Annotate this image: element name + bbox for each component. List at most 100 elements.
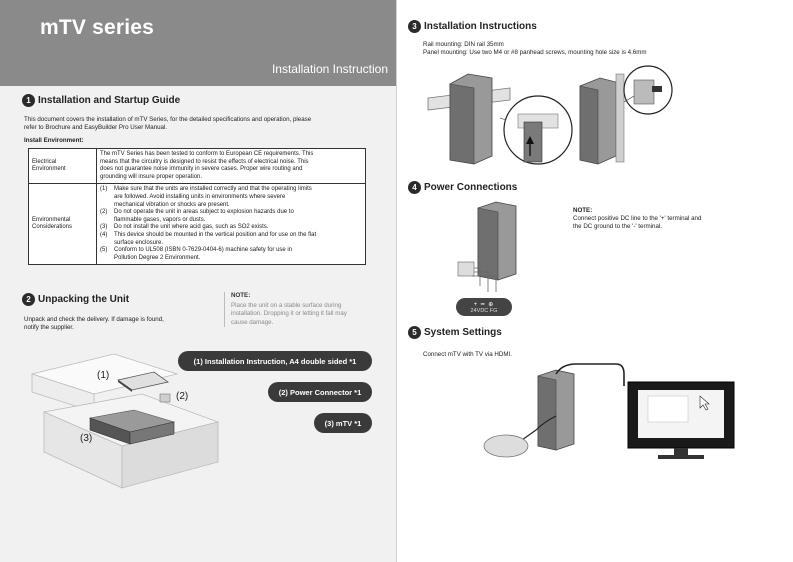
consideration-line: Make sure that the units are installed c… — [114, 186, 312, 193]
consideration-line: are followed. Avoid installing units in … — [114, 193, 286, 200]
box-side — [121, 421, 219, 489]
header-subtitle: Installation Instruction — [271, 62, 388, 76]
screw-leader-line — [623, 95, 635, 103]
mounting-illustration — [427, 65, 673, 165]
electrical-line: grounding will insure proper operation. — [100, 173, 203, 180]
instruction-sheet-edge — [118, 380, 132, 392]
consideration-line: Conform to UL508 (ISBN 0-7629-0404-6) ma… — [114, 247, 293, 254]
electrical-line: does not guarantee noise immunity in sev… — [100, 166, 303, 173]
consideration-item: (4) This device should be mounted in the… — [100, 232, 362, 247]
electrical-text-cell: The mTV Series has been tested to confor… — [96, 147, 366, 185]
consideration-line: surface enclosure. — [114, 239, 164, 246]
package-item-instruction: (1) Installation Instruction, A4 double … — [178, 351, 372, 371]
consideration-line: Do not install the unit where acid gas, … — [114, 224, 269, 231]
section3-number-badge: 3 — [408, 20, 421, 33]
package-item-power-connector: (2) Power Connector *1 — [268, 382, 372, 402]
consideration-number: (1) — [100, 186, 108, 193]
consideration-number: (2) — [100, 209, 108, 216]
power-connector-label: 24VDC FG — [470, 307, 498, 314]
section5-text: Connect mTV with TV via HDMI. — [423, 351, 512, 358]
consideration-line: This device should be mounted in the ver… — [114, 231, 317, 238]
section5-title: System Settings — [424, 327, 502, 338]
section4-heading: 4 Power Connections — [408, 181, 517, 194]
mouse-cable — [521, 415, 557, 441]
section1-heading: 1 Installation and Startup Guide — [22, 94, 180, 107]
rail-device-front — [449, 83, 475, 165]
series-title: mTV series — [40, 16, 155, 39]
package-item-mtv: (3) mTV *1 — [314, 413, 372, 433]
section2-number-badge: 2 — [22, 293, 35, 306]
tv-stand-base — [658, 455, 704, 459]
section1-intro-line2: refer to Brochure and EasyBuilder Pro Us… — [24, 124, 168, 132]
environmental-label-cell: Environmental Considerations — [28, 183, 97, 266]
section2-text: Unpack and check the delivery. If damage… — [24, 316, 214, 332]
section1-intro-line1: This document covers the installation of… — [24, 116, 312, 123]
section3-title: Installation Instructions — [424, 21, 537, 32]
power-polarity-icon: + ━ ⊕ — [473, 301, 495, 308]
power-connector-badge: + ━ ⊕ 24VDC FG — [456, 298, 512, 316]
section2-text-line2: notify the supplier. — [24, 324, 74, 332]
power-terminal-block — [457, 261, 475, 277]
section2-heading: 2 Unpacking the Unit — [22, 293, 129, 306]
considerations-cell: (1) Make sure that the units are install… — [96, 183, 366, 266]
section2-note-line: installation. Dropping it or letting it … — [231, 310, 347, 318]
section2-note-line: cause damage. — [231, 318, 274, 326]
mounting-panel — [615, 73, 625, 163]
section2-title: Unpacking the Unit — [38, 294, 130, 305]
section4-note-line2: the DC ground to the '-' terminal. — [573, 223, 663, 230]
rail-leader-line — [499, 117, 507, 121]
environment-table: Electrical Environment The mTV Series ha… — [28, 147, 366, 266]
section4-note-title: NOTE: — [573, 207, 593, 214]
section2-note-text: Place the unit on a stable surface durin… — [231, 302, 374, 327]
consideration-line: Pollution Degree 2 Environment. — [114, 254, 201, 261]
power-connection-illustration — [457, 201, 517, 292]
consideration-line: mechanical vibration or shocks are prese… — [114, 201, 230, 208]
environmental-label-line2: Considerations — [32, 224, 73, 231]
environmental-label-line1: Environmental — [32, 216, 71, 223]
consideration-item: (2) Do not operate the unit in areas sub… — [100, 209, 362, 224]
system-settings-illustration — [483, 363, 735, 459]
panel-device-front — [579, 85, 599, 165]
install-environment-label: Install Environment: — [24, 137, 84, 144]
package-box-illustration — [30, 353, 220, 489]
electrical-row: Electrical Environment The mTV Series ha… — [28, 147, 366, 185]
section2-note-title: NOTE: — [231, 292, 251, 299]
electrical-label-line2: Environment — [32, 166, 66, 173]
consideration-number: (5) — [100, 247, 108, 254]
electrical-label-line1: Electrical — [32, 158, 57, 165]
power-wire — [474, 267, 481, 286]
left-panel — [0, 0, 396, 562]
section4-note-text: Connect positive DC line to the '+' term… — [573, 215, 743, 231]
section5-heading: 5 System Settings — [408, 326, 502, 339]
consideration-number: (3) — [100, 224, 108, 231]
section1-number-badge: 1 — [22, 94, 35, 107]
consideration-line: Do not operate the unit in areas subject… — [114, 209, 294, 216]
header-band: mTV series Installation Instruction — [0, 0, 396, 86]
tv-screen-window — [647, 395, 689, 423]
tv-stand-neck — [674, 448, 688, 456]
environmental-row: Environmental Considerations (1) Make su… — [28, 183, 366, 266]
callout-2: (2) — [176, 391, 189, 402]
consideration-line: flammable gases, vapors or dusts. — [114, 216, 206, 223]
screw-icon — [652, 86, 662, 92]
section1-intro: This document covers the installation of… — [24, 116, 374, 132]
mouse-icon — [483, 434, 529, 458]
section4-number-badge: 4 — [408, 181, 421, 194]
consideration-item: (3) Do not install the unit where acid g… — [100, 224, 362, 232]
consideration-item: (5) Conform to UL508 (ISBN 0-7629-0404-6… — [100, 247, 362, 262]
mtv-device-side — [129, 421, 175, 445]
section4-title: Power Connections — [424, 182, 518, 193]
rail-detail-arrowhead — [526, 136, 534, 144]
electrical-line: means that the circuitry is designed to … — [100, 158, 309, 165]
cursor-icon — [699, 395, 710, 411]
hdmi-cable — [555, 363, 625, 386]
section2-note: NOTE: Place the unit on a stable surface… — [224, 292, 374, 328]
section3-heading: 3 Installation Instructions — [408, 20, 537, 33]
section1-title: Installation and Startup Guide — [38, 95, 181, 106]
section4-note: NOTE: Connect positive DC line to the '+… — [573, 207, 743, 231]
consideration-number: (4) — [100, 231, 108, 238]
hdmi-mtv-device-front — [537, 375, 557, 451]
electrical-label-cell: Electrical Environment — [28, 147, 97, 185]
section3-panel-mounting: Panel mounting: Use two M4 or #8 panhead… — [423, 49, 647, 57]
section3-rail-mounting: Rail mounting: DIN rail 35mm — [423, 41, 504, 48]
